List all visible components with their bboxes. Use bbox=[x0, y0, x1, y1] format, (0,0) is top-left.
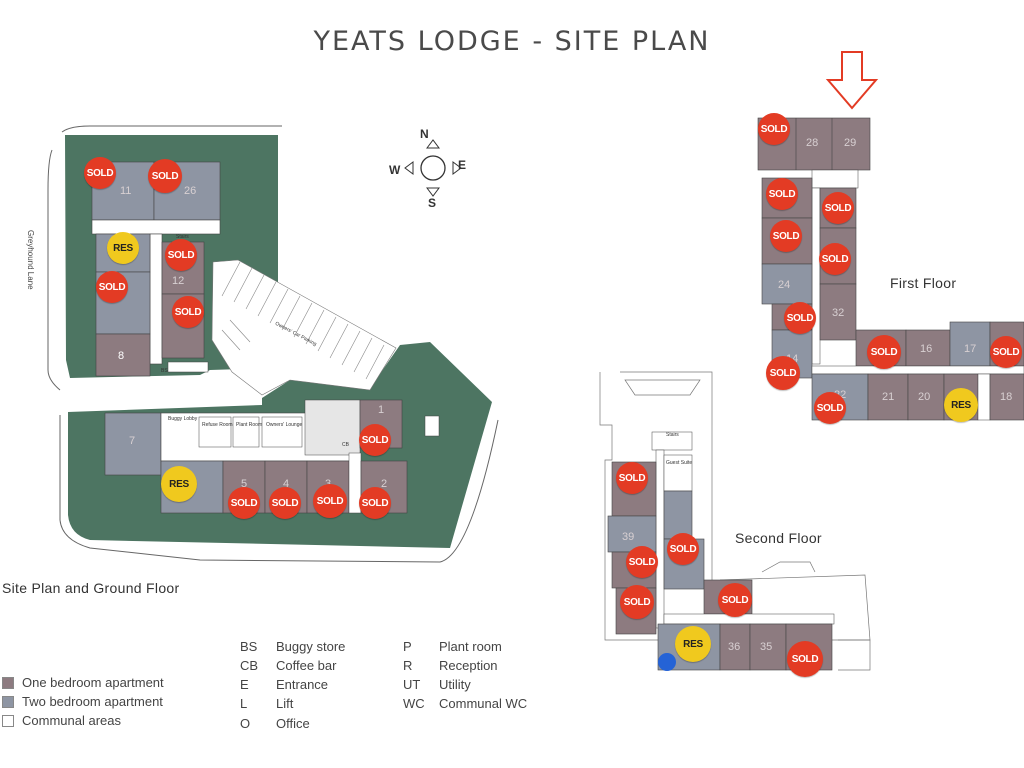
room-label-lounge: Owners' Lounge bbox=[266, 422, 302, 428]
room-label-guest: Guest Suite bbox=[666, 460, 692, 466]
sold-badge: SOLD bbox=[359, 424, 391, 456]
road-outline bbox=[47, 125, 499, 563]
unit-number: 26 bbox=[184, 185, 196, 197]
unit-number: 32 bbox=[832, 307, 844, 319]
legend-one-bed: One bedroom apartment bbox=[2, 675, 164, 690]
room-label-stairs-2: Stairs bbox=[666, 432, 679, 438]
unit-number: 8 bbox=[118, 350, 124, 362]
sold-badge: SOLD bbox=[758, 113, 790, 145]
page-title: YEATS LODGE - SITE PLAN bbox=[313, 26, 711, 57]
compass-east: E bbox=[458, 158, 467, 172]
car-park bbox=[211, 259, 397, 396]
sold-badge: SOLD bbox=[667, 533, 699, 565]
legend-communal: Communal areas bbox=[2, 713, 121, 728]
sold-badge: SOLD bbox=[819, 243, 851, 275]
road-label: Greyhound Lane bbox=[26, 230, 35, 290]
res-badge: RES bbox=[944, 388, 978, 422]
first-floor-label: First Floor bbox=[890, 275, 957, 291]
sold-badge: SOLD bbox=[165, 239, 197, 271]
unit-number: 2 bbox=[381, 478, 387, 490]
unit-number: 5 bbox=[241, 478, 247, 490]
sold-badge: SOLD bbox=[766, 178, 798, 210]
sold-badge: SOLD bbox=[616, 462, 648, 494]
unit-number: 4 bbox=[283, 478, 289, 490]
sold-badge: SOLD bbox=[784, 302, 816, 334]
sold-badge: SOLD bbox=[84, 157, 116, 189]
sold-badge: SOLD bbox=[770, 220, 802, 252]
legend-swatch bbox=[2, 676, 14, 689]
sold-badge: SOLD bbox=[172, 296, 204, 328]
parking-bays bbox=[221, 261, 385, 380]
second-floor-label: Second Floor bbox=[735, 530, 822, 546]
room-label-lobby: Buggy Lobby bbox=[168, 416, 198, 422]
sold-badge: SOLD bbox=[766, 356, 800, 390]
sold-badge: SOLD bbox=[787, 641, 823, 677]
unit-number: 17 bbox=[964, 343, 976, 355]
unit-number: 28 bbox=[806, 137, 818, 149]
unit-number: 29 bbox=[844, 137, 856, 149]
compass-west: W bbox=[389, 163, 401, 177]
entrance-arrow bbox=[825, 51, 879, 110]
sold-badge: SOLD bbox=[814, 392, 846, 424]
sold-badge: SOLD bbox=[718, 583, 752, 617]
sold-badge: SOLD bbox=[96, 271, 128, 303]
res-badge: RES bbox=[161, 466, 197, 502]
sold-badge: SOLD bbox=[313, 484, 347, 518]
sold-badge: SOLD bbox=[269, 487, 301, 519]
res-badge: RES bbox=[107, 232, 139, 264]
legend-label: Two bedroom apartment bbox=[22, 694, 163, 709]
sold-badge: SOLD bbox=[867, 335, 901, 369]
second-floor-outline bbox=[599, 371, 871, 671]
unit-number: 36 bbox=[728, 641, 740, 653]
legend-label: One bedroom apartment bbox=[22, 675, 164, 690]
sold-badge: SOLD bbox=[822, 192, 854, 224]
room-label-bs: BS bbox=[161, 368, 168, 374]
unit-number: 16 bbox=[920, 343, 932, 355]
legend-swatch bbox=[2, 695, 14, 708]
sold-badge: SOLD bbox=[990, 336, 1022, 368]
res-badge: RES bbox=[675, 626, 711, 662]
legend-two-bed: Two bedroom apartment bbox=[2, 694, 163, 709]
unit-number: 7 bbox=[129, 435, 135, 447]
room-label-cb: CB bbox=[342, 442, 350, 448]
ground-floor-label: Site Plan and Ground Floor bbox=[2, 580, 180, 596]
compass-south: S bbox=[428, 196, 437, 210]
location-marker bbox=[658, 653, 676, 671]
sold-badge: SOLD bbox=[148, 159, 182, 193]
compass bbox=[404, 139, 462, 197]
room-label-stairs: Stairs bbox=[176, 234, 189, 240]
unit-number: 12 bbox=[172, 275, 184, 287]
room-label-plant: Plant Room bbox=[236, 422, 262, 428]
unit-number: 39 bbox=[622, 531, 634, 543]
unit-number: 20 bbox=[918, 391, 930, 403]
legend-swatch bbox=[2, 714, 14, 727]
sold-badge: SOLD bbox=[620, 585, 654, 619]
unit-number: 1 bbox=[378, 404, 384, 416]
unit-number: 24 bbox=[778, 279, 790, 291]
sold-badge: SOLD bbox=[359, 487, 391, 519]
sold-badge: SOLD bbox=[228, 487, 260, 519]
unit-number: 35 bbox=[760, 641, 772, 653]
compass-north: N bbox=[420, 127, 429, 141]
room-label-refuse: Refuse Room bbox=[202, 422, 233, 428]
unit-number: 11 bbox=[120, 185, 131, 197]
legend-label: Communal areas bbox=[22, 713, 121, 728]
unit-number: 21 bbox=[882, 391, 894, 403]
unit-number: 18 bbox=[1000, 391, 1012, 403]
sold-badge: SOLD bbox=[626, 546, 658, 578]
